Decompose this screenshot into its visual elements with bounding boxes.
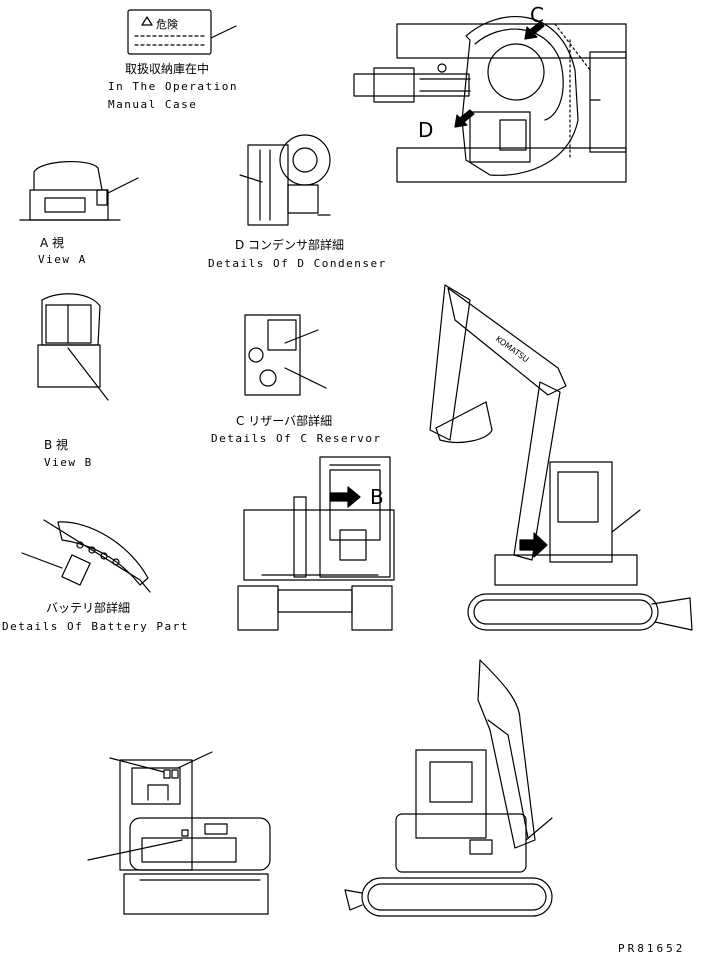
side-view-excavator [430,285,692,630]
callout-d: D [418,118,433,142]
detail-d-drawing [240,135,330,225]
callout-c: C [530,3,544,27]
view-b-jp-label: B 視 [44,438,69,452]
drawing-number: PR81652 [618,942,686,955]
boom-brand-text: KOMATSU [494,334,531,364]
rear-view-excavator [238,457,394,630]
manual-case-jp-label: 取扱収納庫在中 [125,62,210,76]
view-a-drawing [20,162,138,220]
view-a-en-label: View A [38,253,87,266]
detail-c-en-label: Details Of C Reservor [211,432,382,445]
manual-case-en-line2: Manual Case [108,98,198,111]
view-a-jp-label: A 視 [40,236,65,250]
detail-d-en-label: Details Of D Condenser [208,257,387,270]
detail-c-drawing [245,315,326,395]
top-view-excavator [354,17,626,182]
bottom-side-view [345,660,552,916]
callout-b: B [370,485,384,509]
battery-detail-drawing [22,520,150,592]
manual-case-en-line1: In The Operation [108,80,238,93]
view-b-drawing [38,294,108,400]
bottom-rear-view [88,752,270,914]
warning-plate-text: 危険 [156,18,178,31]
battery-en-label: Details Of Battery Part [2,620,189,633]
battery-jp-label: バッテリ部詳細 [46,601,131,615]
warning-plate: 危険 [128,10,236,54]
view-b-en-label: View B [44,456,93,469]
detail-d-jp-label: D コンデンサ部詳細 [235,238,345,252]
detail-c-jp-label: C リザーバ部詳細 [236,414,333,428]
